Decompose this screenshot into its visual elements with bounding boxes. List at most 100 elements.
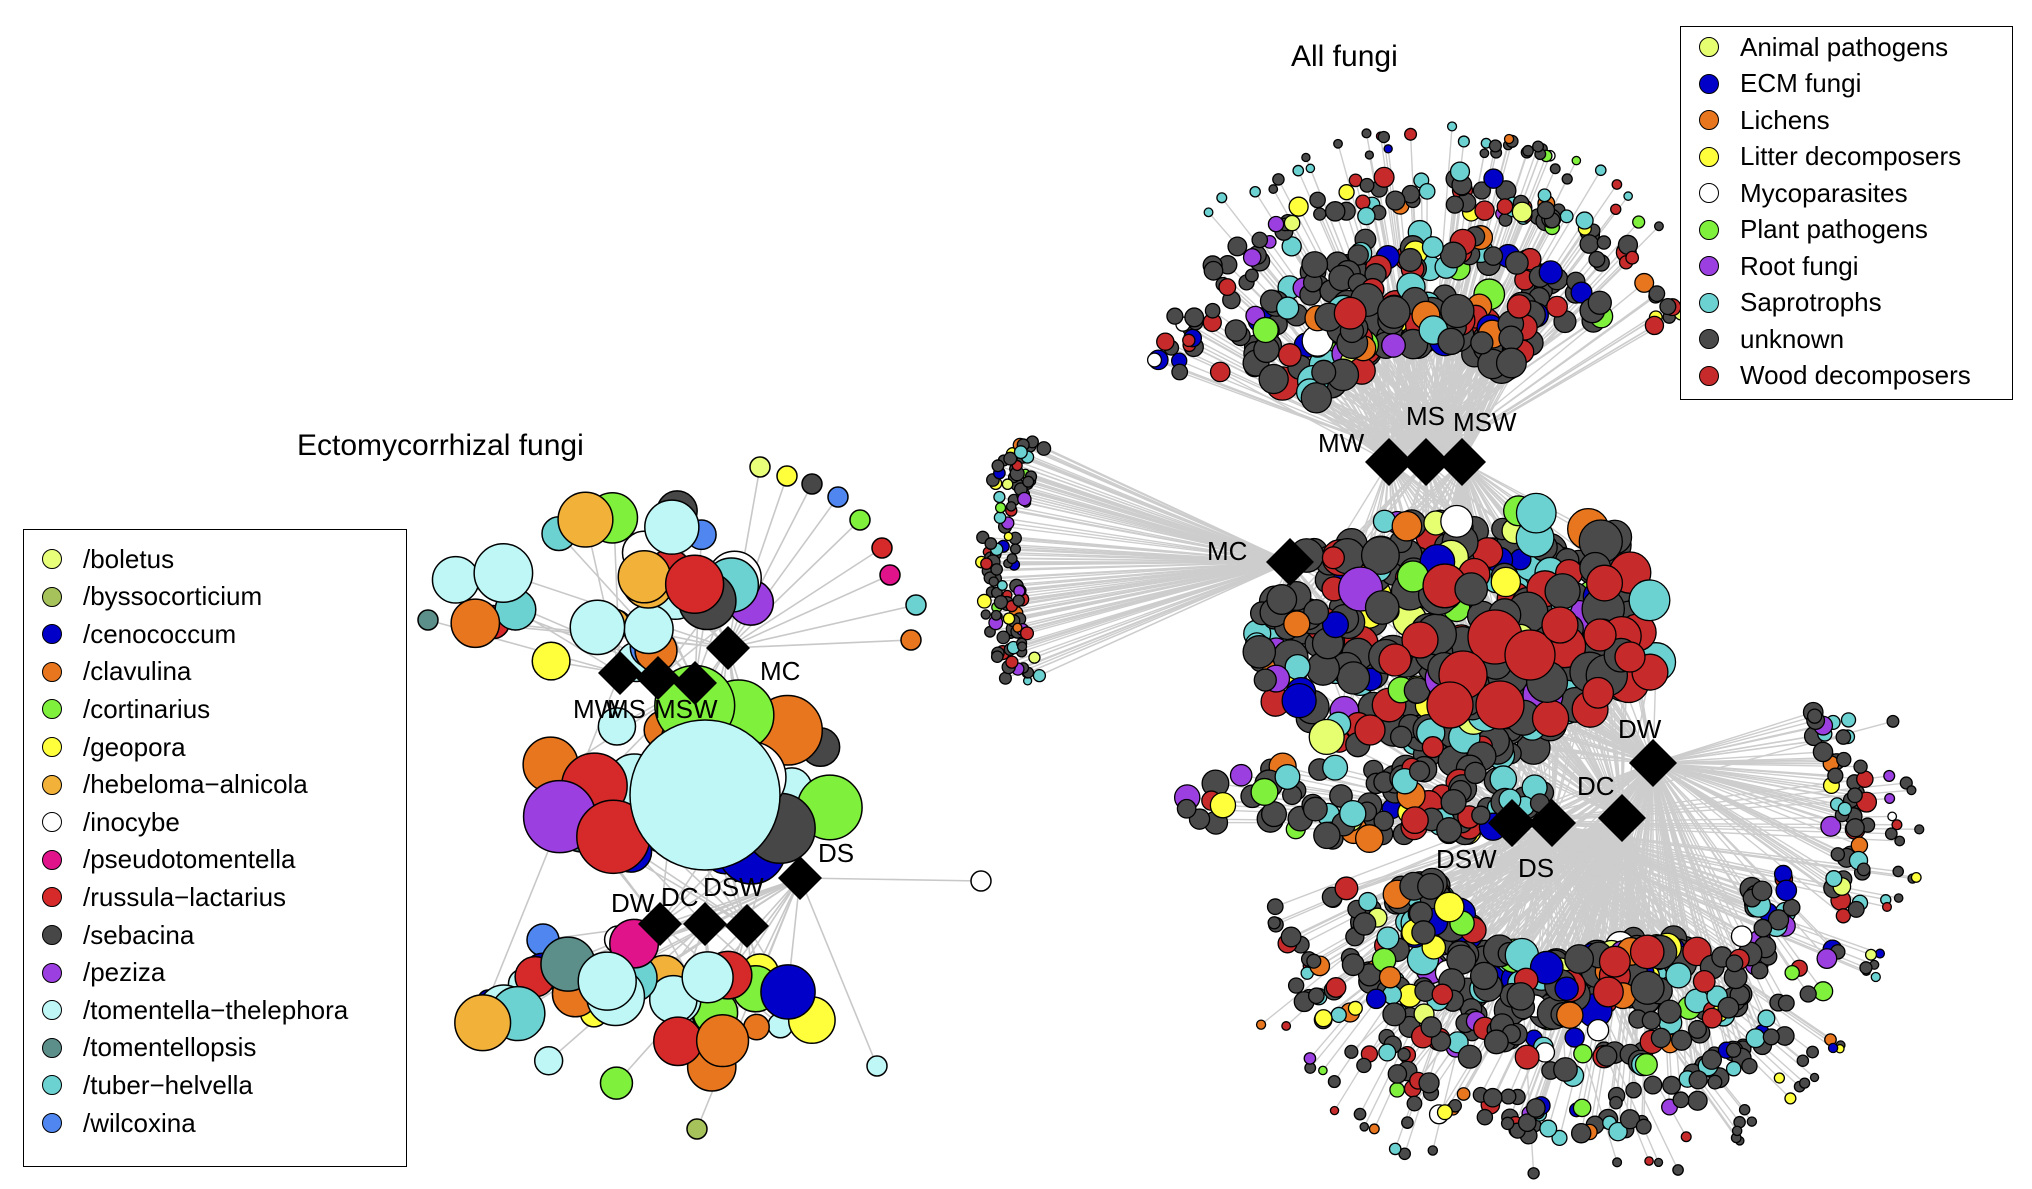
all-fungi-otu-node [1464,761,1487,785]
all-fungi-otu-node [1019,626,1035,641]
legend-label: Mycoparasites [1740,177,1908,208]
ecm-otu-node [900,629,922,651]
all-fungi-otu-node [1385,190,1406,211]
all-fungi-otu-node [1475,680,1525,730]
legend-label: /sebacina [83,919,195,950]
all-fungi-otu-node [1258,363,1289,395]
all-fungi-otu-node [1303,1052,1317,1065]
all-fungi-otu-node [1799,985,1817,1003]
all-fungi-otu-node [1436,1104,1453,1121]
all-fungi-otu-node [1751,880,1773,902]
legend-swatch-cortinarius [42,699,62,720]
ecm-otu-node [653,1016,703,1067]
legend-swatch-clavulina [42,661,62,682]
all-fungi-otu-node [1746,1116,1758,1127]
all-fungi-otu-node [1456,1087,1471,1101]
all-fungi-otu-node [1469,961,1499,991]
all-fungi-otu-node [1692,970,1716,993]
all-fungi-otu-node [1420,1016,1442,1038]
all-fungi-otu-node [1255,1019,1267,1030]
all-fungi-otu-node [1302,796,1328,822]
all-fungi-otu-node [1498,325,1524,351]
all-fungi-otu-node [1012,594,1025,607]
all-fungi-otu-node [1146,352,1163,368]
all-fungi-otu-node [1688,1070,1708,1090]
all-fungi-otu-node [990,563,1004,576]
all-fungi-otu-node [1268,184,1279,194]
ecm-legend-item: /clavulina [42,656,191,687]
all-fungi-otu-node [1536,200,1556,220]
legend-swatch-inocybe [42,812,62,833]
ecm-otu-node [760,964,816,1020]
all-fungi-otu-node [1837,801,1853,817]
all-fungi-otu-node [1274,763,1301,790]
all-fungi-otu-node [1445,195,1464,214]
all-fungi-otu-node [1777,994,1795,1012]
ecm-legend-item: /tuber−helvella [42,1070,253,1100]
all-fungi-legend-item: Lichens [1699,105,1830,135]
all-fungi-otu-node [991,459,1005,473]
all-fungi-otu-node [1324,201,1346,222]
all-fungi-otu-node [1166,307,1184,325]
all-fungi-otu-node [1527,1167,1540,1180]
all-fungi-otu-node [1500,1116,1515,1131]
all-fungi-otu-node [1016,641,1028,652]
all-fungi-otu-node [1506,982,1536,1011]
all-fungi-otu-node [1209,791,1237,819]
all-fungi-otu-node [1856,862,1871,877]
all-fungi-otu-node [1381,332,1406,358]
all-fungi-otu-node [1378,1043,1397,1062]
all-fungi-legend-item: Plant pathogens [1699,214,1928,245]
all-fungi-otu-node [1587,290,1612,315]
all-fungi-otu-node [1910,871,1922,883]
all-fungi-otu-node [1827,1042,1839,1054]
all-fungi-sample-label: MSW [1453,407,1517,437]
all-fungi-sample-label: DS [1518,853,1554,883]
all-fungi-otu-node [1389,725,1413,749]
all-fungi-otu-node [1619,1109,1641,1130]
all-fungi-otu-node [1531,699,1570,738]
all-fungi-otu-node [1003,531,1014,542]
all-fungi-otu-node [1227,236,1248,257]
legend-label: Lichens [1740,104,1830,135]
all-fungi-otu-node [1359,1121,1370,1132]
all-fungi-otu-node [1820,815,1842,837]
all-fungi-otu-node [1893,893,1904,903]
all-fungi-otu-node [1609,1095,1623,1110]
all-fungi-otu-node [1418,182,1436,200]
legend-swatch-hebeloma-alnicola [42,774,62,795]
all-fungi-otu-node [1644,1156,1654,1166]
legend-label: Root fungi [1740,250,1859,281]
all-fungi-legend-item: Litter decomposers [1699,141,1962,172]
all-fungi-otu-node [996,580,1008,591]
all-fungi-otu-node [1537,188,1552,203]
all-fungi-otu-node [1249,185,1261,198]
all-fungi-otu-node [1725,954,1744,973]
all-fungi-otu-node [1308,718,1345,756]
all-fungi-otu-node [1364,150,1375,160]
all-fungi-otu-node [1830,847,1846,862]
ecm-otu-node [623,603,674,655]
all-fungi-otu-node [1859,961,1873,975]
all-fungi-otu-node [1482,1087,1503,1108]
legend-swatch-plant-pathogens [1699,219,1719,240]
all-fungi-otu-node [1644,315,1665,336]
legend-label: Wood decomposers [1740,360,1971,390]
ecm-otu-node [557,491,614,548]
all-fungi-panel-title: All fungi [1291,40,1398,73]
all-fungi-otu-node [1209,361,1231,383]
all-fungi-otu-node [1358,891,1378,912]
all-fungi-otu-node [1397,1047,1411,1062]
all-fungi-otu-node [1322,754,1349,781]
legend-swatch-tomentella-thelephora [42,1000,62,1021]
all-fungi-otu-node [1853,759,1868,774]
all-fungi-otu-node [1476,1108,1494,1126]
all-fungi-otu-node [1813,981,1834,1002]
legend-label: Litter decomposers [1740,141,1962,171]
legend-label: /cenococcum [83,618,237,649]
all-fungi-otu-node [1307,987,1325,1005]
ecm-otu-node [879,564,901,586]
all-fungi-otu-node [1431,983,1454,1006]
ecm-legend-item: /peziza [42,957,165,988]
